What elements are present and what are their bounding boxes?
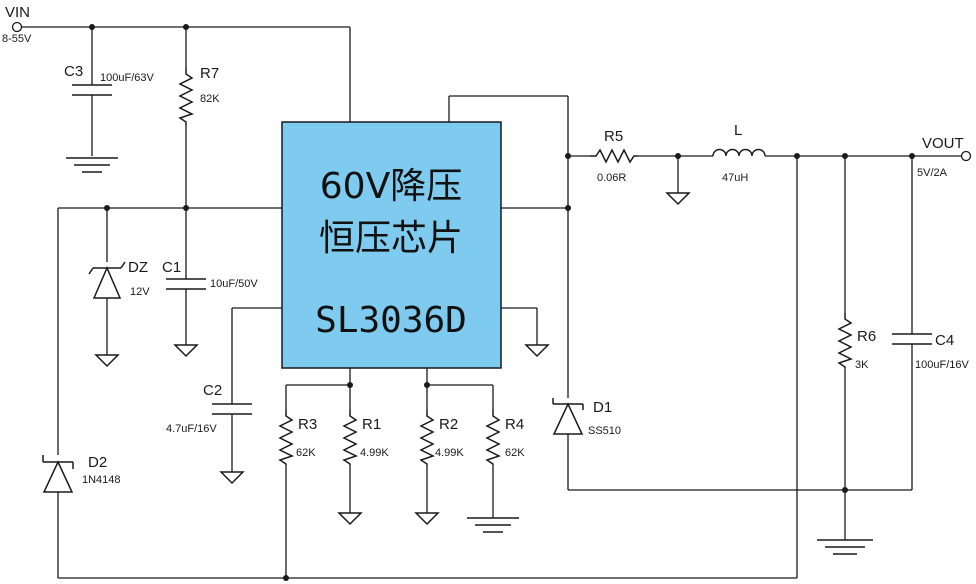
chip-title-line1: 60V降压 (320, 166, 462, 207)
vout-label: VOUT (922, 135, 964, 152)
c1-value: 10uF/50V (210, 278, 258, 290)
ground-symbol-r5 (665, 192, 691, 206)
c3-value: 100uF/63V (100, 72, 154, 84)
r2-ref: R2 (439, 416, 458, 433)
ground-symbol-r1 (337, 512, 363, 526)
diode-d2: D2 1N4148 (42, 454, 121, 493)
capacitor-c3: C3 100uF/63V (64, 63, 154, 96)
c4-value: 100uF/16V (915, 359, 969, 371)
r5-ref: R5 (604, 128, 623, 145)
r1-value: 4.99K (360, 447, 389, 459)
ground-symbol-c3 (66, 157, 118, 173)
capacitor-c4: C4 100uF/16V (892, 332, 969, 371)
resistor-r3: R3 62K (278, 410, 317, 465)
vin-range-label: 8-55V (2, 33, 32, 45)
dz-value: 12V (130, 286, 150, 298)
resistor-r2: R2 4.99K (419, 410, 464, 465)
r6-ref: R6 (857, 328, 876, 345)
vout-terminal: VOUT 5V/2A (917, 135, 972, 179)
resistor-r5: R5 0.06R (590, 128, 638, 184)
c3-ref: C3 (64, 63, 83, 80)
vin-label: VIN (5, 4, 30, 21)
ground-symbol-c1 (173, 344, 199, 358)
c4-ref: C4 (935, 332, 954, 349)
resistor-r7: R7 82K (178, 65, 220, 126)
capacitor-c2: C2 4.7uF/16V (166, 382, 252, 435)
r7-value: 82K (200, 93, 220, 105)
resistor-r6: R6 3K (837, 313, 876, 371)
resistor-r1: R1 4.99K (342, 410, 389, 465)
r4-value: 62K (505, 447, 525, 459)
inductor-l: L 47uH (712, 122, 766, 184)
r1-ref: R1 (362, 416, 381, 433)
chip-title-line2: 恒压芯片 (319, 218, 463, 259)
d2-value: 1N4148 (82, 474, 121, 486)
junction-dots (89, 24, 915, 581)
c2-ref: C2 (203, 382, 222, 399)
ground-symbol-r4 (467, 517, 519, 533)
c2-value: 4.7uF/16V (166, 423, 217, 435)
dz-ref: DZ (128, 259, 148, 276)
r7-ref: R7 (200, 65, 219, 82)
d1-value: SS510 (588, 425, 621, 437)
d2-ref: D2 (88, 454, 107, 471)
vout-spec-label: 5V/2A (917, 167, 948, 179)
r3-ref: R3 (298, 416, 317, 433)
l-value: 47uH (722, 172, 748, 184)
vin-terminal: VIN 8-55V (2, 4, 32, 45)
ground-symbol-r2 (414, 512, 440, 526)
chip-part-number: SL3036D (315, 300, 467, 341)
ground-symbol-main (817, 539, 873, 555)
d1-ref: D1 (593, 399, 612, 416)
ground-symbol-dz (94, 354, 120, 368)
r6-value: 3K (855, 359, 869, 371)
ground-symbol-c2 (219, 471, 245, 485)
chip-body (281, 121, 502, 369)
resistor-r4: R4 62K (485, 410, 525, 465)
r2-value: 4.99K (435, 447, 464, 459)
r5-value: 0.06R (597, 172, 626, 184)
c1-ref: C1 (162, 259, 181, 276)
l-ref: L (734, 122, 742, 139)
wires (22, 26, 962, 579)
ground-symbol-chip (524, 344, 550, 358)
capacitor-c1: C1 10uF/50V (162, 259, 258, 290)
r4-ref: R4 (505, 416, 524, 433)
zener-dz: DZ 12V (88, 259, 150, 299)
chip: 60V降压 恒压芯片 SL3036D (281, 121, 502, 369)
r3-value: 62K (296, 447, 316, 459)
diode-d1: D1 SS510 (552, 398, 621, 437)
